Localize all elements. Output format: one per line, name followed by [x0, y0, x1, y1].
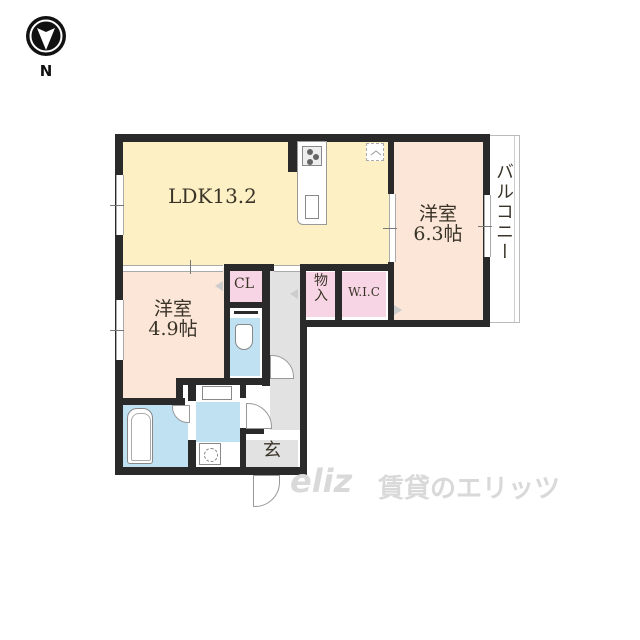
sliding-door-4-9[interactable]	[123, 265, 223, 272]
wic-label: W.I.C	[348, 285, 380, 299]
watermark-text: 賃貸のエリッツ	[378, 474, 561, 504]
entrance-area	[246, 440, 298, 467]
watermark: eliz 賃貸のエリッツ	[290, 460, 580, 505]
storage-label: 物入	[314, 273, 328, 304]
front-door[interactable]	[253, 475, 280, 507]
sink-icon	[305, 195, 319, 219]
wic-door-arrow	[394, 305, 402, 315]
north-label: N	[39, 62, 53, 80]
western-room-4-9	[122, 268, 224, 378]
storage-closet	[306, 272, 335, 317]
western-room-6-3	[394, 141, 483, 320]
bathtub-icon	[127, 408, 153, 464]
western-room-6-3-label: 洋室 6.3帖	[413, 203, 463, 245]
toilet-icon	[235, 324, 253, 350]
western-room-4-9-label: 洋室 4.9帖	[148, 298, 198, 340]
compass: N	[24, 14, 68, 80]
storage-door-arrow	[290, 289, 298, 299]
wash-basin-icon	[202, 386, 232, 400]
north-arrow-icon	[26, 16, 66, 56]
balcony-label: バルコニー	[493, 162, 514, 262]
washing-machine-icon	[199, 443, 221, 465]
closet-door-arrow	[215, 281, 223, 291]
balcony: バルコニー	[487, 135, 520, 323]
washroom-door[interactable]	[246, 403, 272, 429]
ldk-room	[122, 141, 392, 265]
walk-in-closet	[342, 272, 386, 317]
closet-label: CL	[233, 276, 254, 292]
stove-icon	[302, 146, 322, 166]
watermark-logo: eliz	[290, 462, 353, 500]
closet	[226, 270, 262, 303]
washroom	[196, 402, 240, 442]
ldk-label: LDK13.2	[168, 184, 257, 208]
range-hood-icon	[366, 143, 384, 161]
entrance-label: 玄	[263, 440, 281, 461]
